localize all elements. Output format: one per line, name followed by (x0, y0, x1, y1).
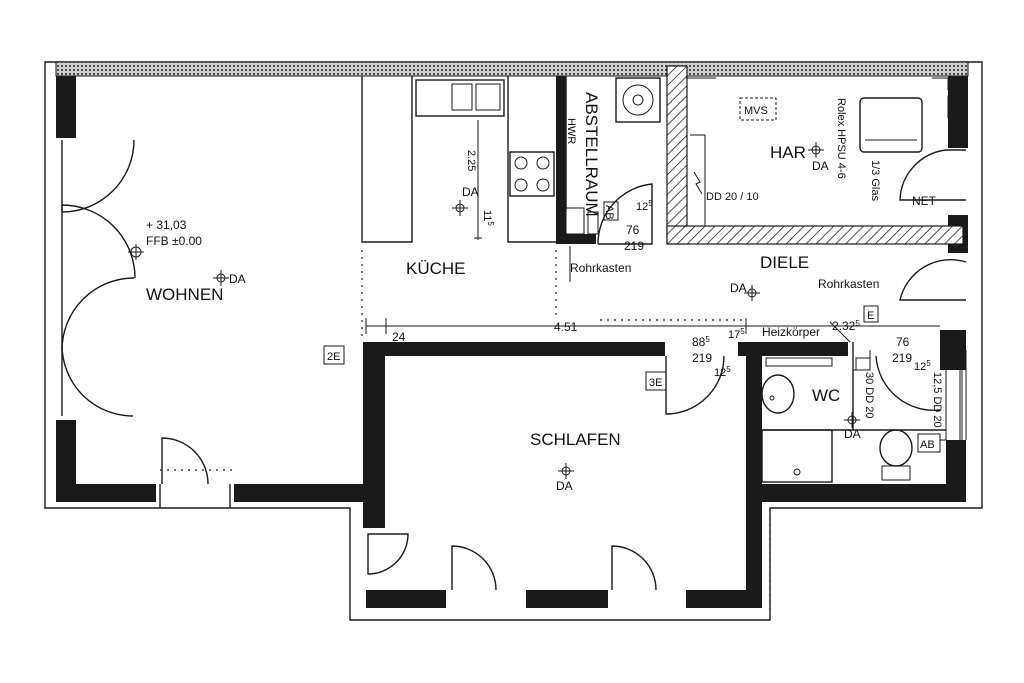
abbr-hwr: HWR (565, 118, 577, 144)
dim-2-32-5: 2.325 (832, 319, 860, 333)
wc-window (961, 350, 967, 440)
toilet (879, 429, 913, 481)
da-marker-wohnen (213, 270, 229, 286)
tag-e: E (867, 310, 874, 322)
da-marker-schlafen (558, 463, 574, 479)
wc-sink (761, 374, 795, 414)
abstellraum-fixtures (565, 207, 599, 235)
hatched-walls (666, 65, 964, 245)
dd-har-label: DD 20 / 10 (706, 191, 759, 203)
mvs-label: MVS (744, 105, 768, 117)
mvs-box (739, 97, 777, 121)
da-marker-kueche (452, 200, 468, 216)
da-marker-diele (744, 285, 760, 301)
dim-219-a: 219 (624, 239, 644, 253)
da-label-har: DA (812, 159, 829, 173)
heat-pump (859, 97, 923, 153)
shower-tray (761, 429, 833, 483)
tag-3e: 3E (649, 377, 662, 389)
elevation-label: + 31,03 (146, 218, 187, 232)
da-label-wc: DA (844, 427, 861, 441)
dim-76-a: 76 (626, 223, 640, 237)
dimension-lines (365, 120, 940, 343)
tag-ab-1: AB (603, 205, 615, 220)
heat-pump-label: Rolex HPSU 4-6 (835, 98, 847, 179)
rohrkasten-label-1: Rohrkasten (570, 261, 631, 275)
thick-walls (56, 76, 968, 608)
da-label-wohnen: DA (229, 272, 246, 286)
dim-88-5: 885 (692, 335, 710, 349)
dim-219-b: 219 (692, 351, 712, 365)
room-har: HAR (770, 143, 806, 162)
outer-frame (44, 61, 983, 621)
wc-box (855, 357, 871, 371)
kitchen-sink (415, 79, 505, 117)
da-label-kueche: DA (462, 185, 479, 199)
tag-2e: 2E (327, 351, 340, 363)
heizkoerper-label: Heizkörper (762, 325, 820, 339)
da-markers (128, 142, 860, 479)
ffb-label: FFB ±0.00 (146, 234, 202, 248)
da-marker-wc (844, 412, 860, 428)
da-marker-ffb (128, 244, 144, 260)
dim-12-5-a: 125 (636, 199, 653, 213)
room-abstellraum: ABSTELLRAUM (582, 92, 601, 217)
dim-4-51: 4.51 (554, 320, 578, 334)
top-wall (55, 61, 969, 77)
dim-12-5-b: 125 (714, 365, 731, 379)
room-wc: WC (812, 386, 840, 405)
doors (61, 139, 967, 591)
dashed-openings (160, 250, 771, 610)
tag-ab-2: AB (920, 439, 935, 451)
room-kueche: KÜCHE (406, 259, 466, 278)
dim-2-25: 2.25 (465, 150, 477, 171)
electric-symbol (693, 171, 703, 195)
tag-boxes (323, 201, 941, 453)
rohrkasten-label-2: Rohrkasten (818, 277, 879, 291)
washing-machine (615, 77, 661, 123)
room-schlafen: SCHLAFEN (530, 430, 621, 449)
da-label-schlafen: DA (556, 479, 573, 493)
da-marker-har (808, 142, 824, 158)
dim-76-b: 76 (896, 335, 910, 349)
room-wohnen: WOHNEN (146, 285, 223, 304)
dim-11: 115 (481, 210, 495, 226)
wc-heater (765, 357, 833, 367)
dd-wc-label-2: 12,5 DD 20 (931, 372, 943, 428)
shaft-x (947, 95, 967, 119)
net-label: NET (912, 194, 937, 208)
dim-17-5: 175 (728, 327, 745, 341)
da-label-diele: DA (730, 281, 747, 295)
kitchen-stove (509, 151, 555, 197)
dim-24: 24 (392, 330, 406, 344)
glass-label: 1/3 Glas (869, 160, 881, 201)
dim-219-c: 219 (892, 351, 912, 365)
dim-12-5-c: 125 (914, 359, 931, 373)
room-diele: DIELE (760, 253, 809, 272)
dd-wc-label-1: 30 DD 20 (863, 372, 875, 418)
